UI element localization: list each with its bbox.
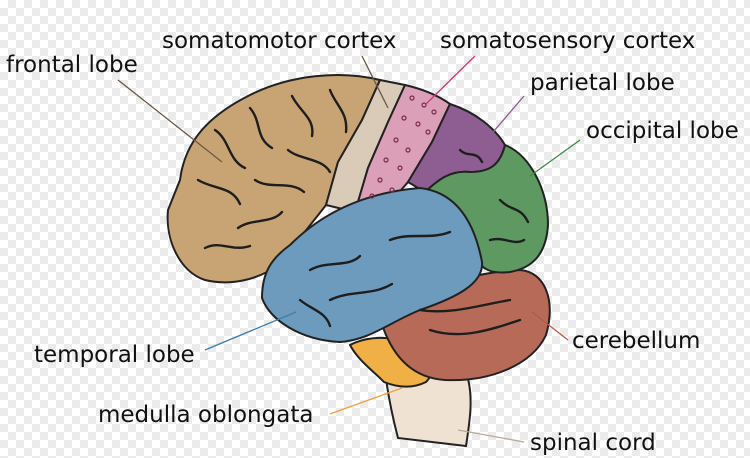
temporal-lobe-region — [260, 186, 484, 344]
leader-lines — [117, 55, 581, 443]
label-somatosensory-cortex: somatosensory cortex — [440, 28, 696, 54]
label-somatomotor-cortex: somatomotor cortex — [162, 28, 397, 54]
somatomotor-leader — [361, 55, 389, 109]
label-frontal-lobe: frontal lobe — [6, 52, 138, 78]
cerebellum-leader — [531, 311, 569, 341]
somatosensory-leader — [425, 55, 476, 105]
temporal-leader — [204, 311, 297, 351]
label-cerebellum: cerebellum — [572, 328, 701, 354]
label-parietal-lobe: parietal lobe — [530, 70, 675, 96]
sulci-lines — [196, 88, 530, 336]
frontal-lobe-region — [166, 74, 382, 284]
somatosensory-texture — [369, 95, 437, 199]
parietal-leader — [487, 95, 525, 139]
medulla-leader — [329, 387, 403, 415]
label-occipital-lobe: occipital lobe — [586, 118, 739, 144]
label-medulla-oblongata: medulla oblongata — [98, 402, 314, 428]
label-temporal-lobe: temporal lobe — [34, 342, 195, 368]
label-spinal-cord: spinal cord — [530, 430, 656, 456]
spinal-leader — [457, 429, 525, 443]
spinal-cord-region — [383, 371, 472, 448]
frontal-leader — [117, 79, 223, 163]
occipital-leader — [529, 139, 581, 177]
